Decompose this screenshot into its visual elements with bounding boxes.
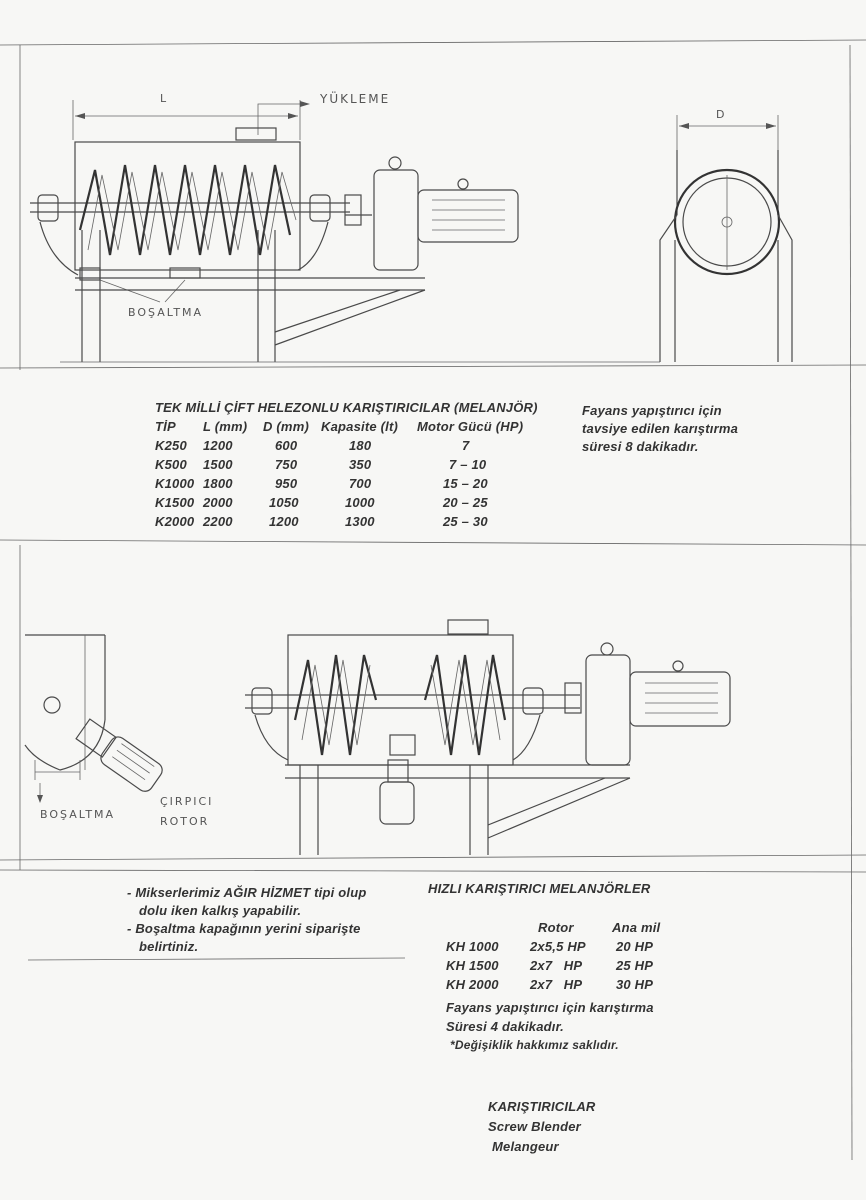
screw-blender-side-view [30, 100, 660, 363]
high-speed-mixer-end-view [24, 634, 163, 803]
table-cell: 700 [349, 476, 372, 491]
table-row: K1500 2000 1050 1000 20 – 25 [155, 495, 547, 514]
table-cell: 2000 [203, 495, 233, 510]
table-cell: 1500 [203, 457, 233, 472]
table1-header-row: TİP L (mm) D (mm) Kapasite (lt) Motor Gü… [155, 419, 547, 438]
table1-grid: TİP L (mm) D (mm) Kapasite (lt) Motor Gü… [155, 419, 547, 533]
table-cell: K2000 [155, 514, 195, 529]
table-row: KH 1000 2x5,5 HP 20 HP [446, 939, 682, 958]
footer-line-1: KARIŞTIRICILAR [488, 1099, 596, 1114]
table-row: KH 2000 2x7 HP 30 HP [446, 977, 682, 996]
table2-header-cell: Rotor [538, 920, 574, 935]
table1-header-cell: Motor Gücü (HP) [417, 419, 524, 434]
table-row: K1000 1800 950 700 15 – 20 [155, 476, 547, 495]
table-cell: 2x7 HP [530, 958, 583, 973]
note-line: - Mikserlerimiz AĞIR HİZMET tipi olup [127, 885, 367, 900]
table1-header-cell: D (mm) [263, 419, 309, 434]
table-cell: 20 – 25 [443, 495, 488, 510]
table2-note-line: Süresi 4 dakikadır. [446, 1019, 564, 1034]
table-cell: 750 [275, 457, 298, 472]
table-cell: 1000 [345, 495, 375, 510]
table1-note-line: süresi 8 dakikadır. [582, 439, 699, 454]
table-cell: 25 HP [616, 958, 654, 973]
table-cell: 30 HP [616, 977, 654, 992]
table-cell: K1000 [155, 476, 195, 491]
table2-title: HIZLI KARIŞTIRICI MELANJÖRLER [428, 881, 651, 896]
table-row: K2000 2200 1200 1300 25 – 30 [155, 514, 547, 533]
table2-note-line: Fayans yapıştırıcı için karıştırma [446, 1000, 654, 1015]
table-cell: 1200 [203, 438, 233, 453]
table-row: K500 1500 750 350 7 – 10 [155, 457, 547, 476]
table2-note: Fayans yapıştırıcı için karıştırma Süres… [446, 998, 654, 1055]
table-cell: 2200 [203, 514, 233, 529]
table-cell: 20 HP [616, 939, 654, 954]
table-cell: KH 1000 [446, 939, 499, 954]
table2: Rotor Ana mil KH 1000 2x5,5 HP 20 HP KH … [446, 920, 682, 996]
note-line: - Boşaltma kapağının yerini siparişte [127, 921, 361, 936]
table-cell: 350 [349, 457, 372, 472]
table2-header-cell [446, 920, 530, 939]
table-cell: 2x7 HP [530, 977, 583, 992]
table-cell: 1800 [203, 476, 233, 491]
beater-label-1: ÇIRPICI [160, 795, 214, 808]
note-line: dolu iken kalkış yapabilir. [139, 903, 302, 918]
footer: KARIŞTIRICILAR Screw Blender Melangeur [488, 1097, 596, 1157]
footer-line-3: Melangeur [492, 1139, 559, 1154]
table-cell: 15 – 20 [443, 476, 488, 491]
table1-note: Fayans yapıştırıcı için tavsiye edilen k… [582, 402, 738, 456]
table1-note-line: Fayans yapıştırıcı için [582, 403, 722, 418]
table-cell: 25 – 30 [443, 514, 488, 529]
table2-header-cell: Ana mil [612, 920, 661, 935]
table-cell: KH 1500 [446, 958, 499, 973]
notes-left: - Mikserlerimiz AĞIR HİZMET tipi olup do… [127, 884, 367, 956]
footer-line-2: Screw Blender [488, 1119, 581, 1134]
loading-label: YÜKLEME [320, 92, 391, 106]
dim-D-label: D [716, 108, 727, 121]
table-cell: K250 [155, 438, 187, 453]
table-cell: 1050 [269, 495, 299, 510]
table-cell: 7 [462, 438, 470, 453]
table1-header-cell: L (mm) [203, 419, 248, 434]
table-cell: K1500 [155, 495, 195, 510]
table2-header-row: Rotor Ana mil [446, 920, 682, 939]
table-cell: 600 [275, 438, 298, 453]
table-row: KH 1500 2x7 HP 25 HP [446, 958, 682, 977]
table-cell: 950 [275, 476, 298, 491]
table1-note-line: tavsiye edilen karıştırma [582, 421, 739, 436]
screw-blender-end-view [659, 115, 793, 362]
table-cell: KH 2000 [446, 977, 499, 992]
table1-header-cell: TİP [155, 419, 176, 434]
discharge-label-top: BOŞALTMA [128, 306, 204, 319]
table1-title: TEK MİLLİ ÇİFT HELEZONLU KARIŞTIRICILAR … [155, 400, 538, 415]
beater-label-2: ROTOR [160, 815, 210, 828]
discharge-label-bottom: BOŞALTMA [40, 808, 116, 821]
table-cell: 7 – 10 [449, 457, 487, 472]
rights-note: *Değişiklik hakkımız saklıdır. [450, 1038, 619, 1052]
high-speed-mixer-side-view [245, 619, 731, 855]
table2-grid: Rotor Ana mil KH 1000 2x5,5 HP 20 HP KH … [446, 920, 682, 996]
table-cell: 1300 [345, 514, 375, 529]
table-cell: 1200 [269, 514, 299, 529]
table-cell: K500 [155, 457, 187, 472]
dim-L-label: L [160, 92, 169, 105]
table-cell: 180 [349, 438, 372, 453]
note-line: belirtiniz. [139, 939, 199, 954]
table-row: K250 1200 600 180 7 [155, 438, 547, 457]
table1: TİP L (mm) D (mm) Kapasite (lt) Motor Gü… [155, 419, 547, 533]
table1-header-cell: Kapasite (lt) [321, 419, 399, 434]
table-cell: 2x5,5 HP [530, 939, 586, 954]
